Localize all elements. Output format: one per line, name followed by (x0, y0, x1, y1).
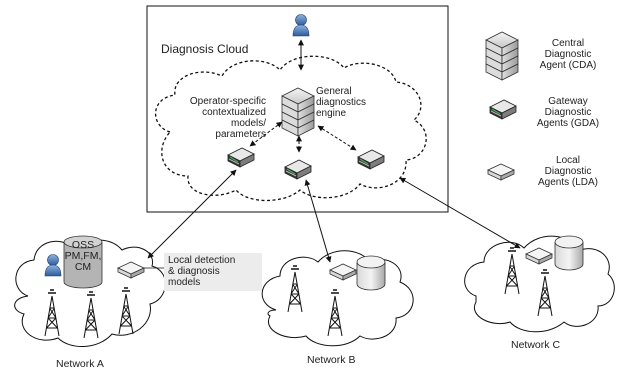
legend-cda-label: Central Diagnostic Agent (CDA) (539, 38, 597, 71)
legend-gda-label: Gateway Diagnostic Agents (GDA) (536, 96, 600, 129)
oss-database-label: OSS PM,FM, CM (64, 239, 102, 273)
engine-gda-right-arrow (317, 125, 357, 151)
network-b-label: Network B (307, 354, 356, 366)
operator-models-label: Operator-specific contextualized models/… (189, 96, 266, 140)
central-diagnostic-agent-icon (281, 87, 315, 137)
legend-lda-label: Local Diagnostic Agents (LDA) (537, 155, 599, 188)
gda-network-c-link (399, 177, 521, 249)
network-c-database-icon (554, 235, 584, 271)
oss-database-icon (63, 235, 103, 289)
network-b-database-icon (356, 255, 386, 291)
local-models-note: Local detection & diagnosis models (168, 255, 236, 288)
legend-cda-icon (485, 31, 519, 81)
gda-network-a-link (147, 169, 237, 259)
engine-label: General diagnostics engine (316, 86, 367, 119)
network-b-cloud (261, 250, 414, 347)
network-a-label: Network A (56, 358, 104, 370)
gda-network-b-link (304, 179, 332, 263)
network-c-label: Network C (511, 339, 561, 351)
local-models-note-bg (164, 253, 262, 291)
engine-gda-left-arrow (249, 121, 283, 147)
diagnosis-cloud-title: Diagnosis Cloud (161, 42, 249, 56)
legend-lda-icon (487, 163, 515, 181)
legend-gda-icon (489, 99, 517, 120)
